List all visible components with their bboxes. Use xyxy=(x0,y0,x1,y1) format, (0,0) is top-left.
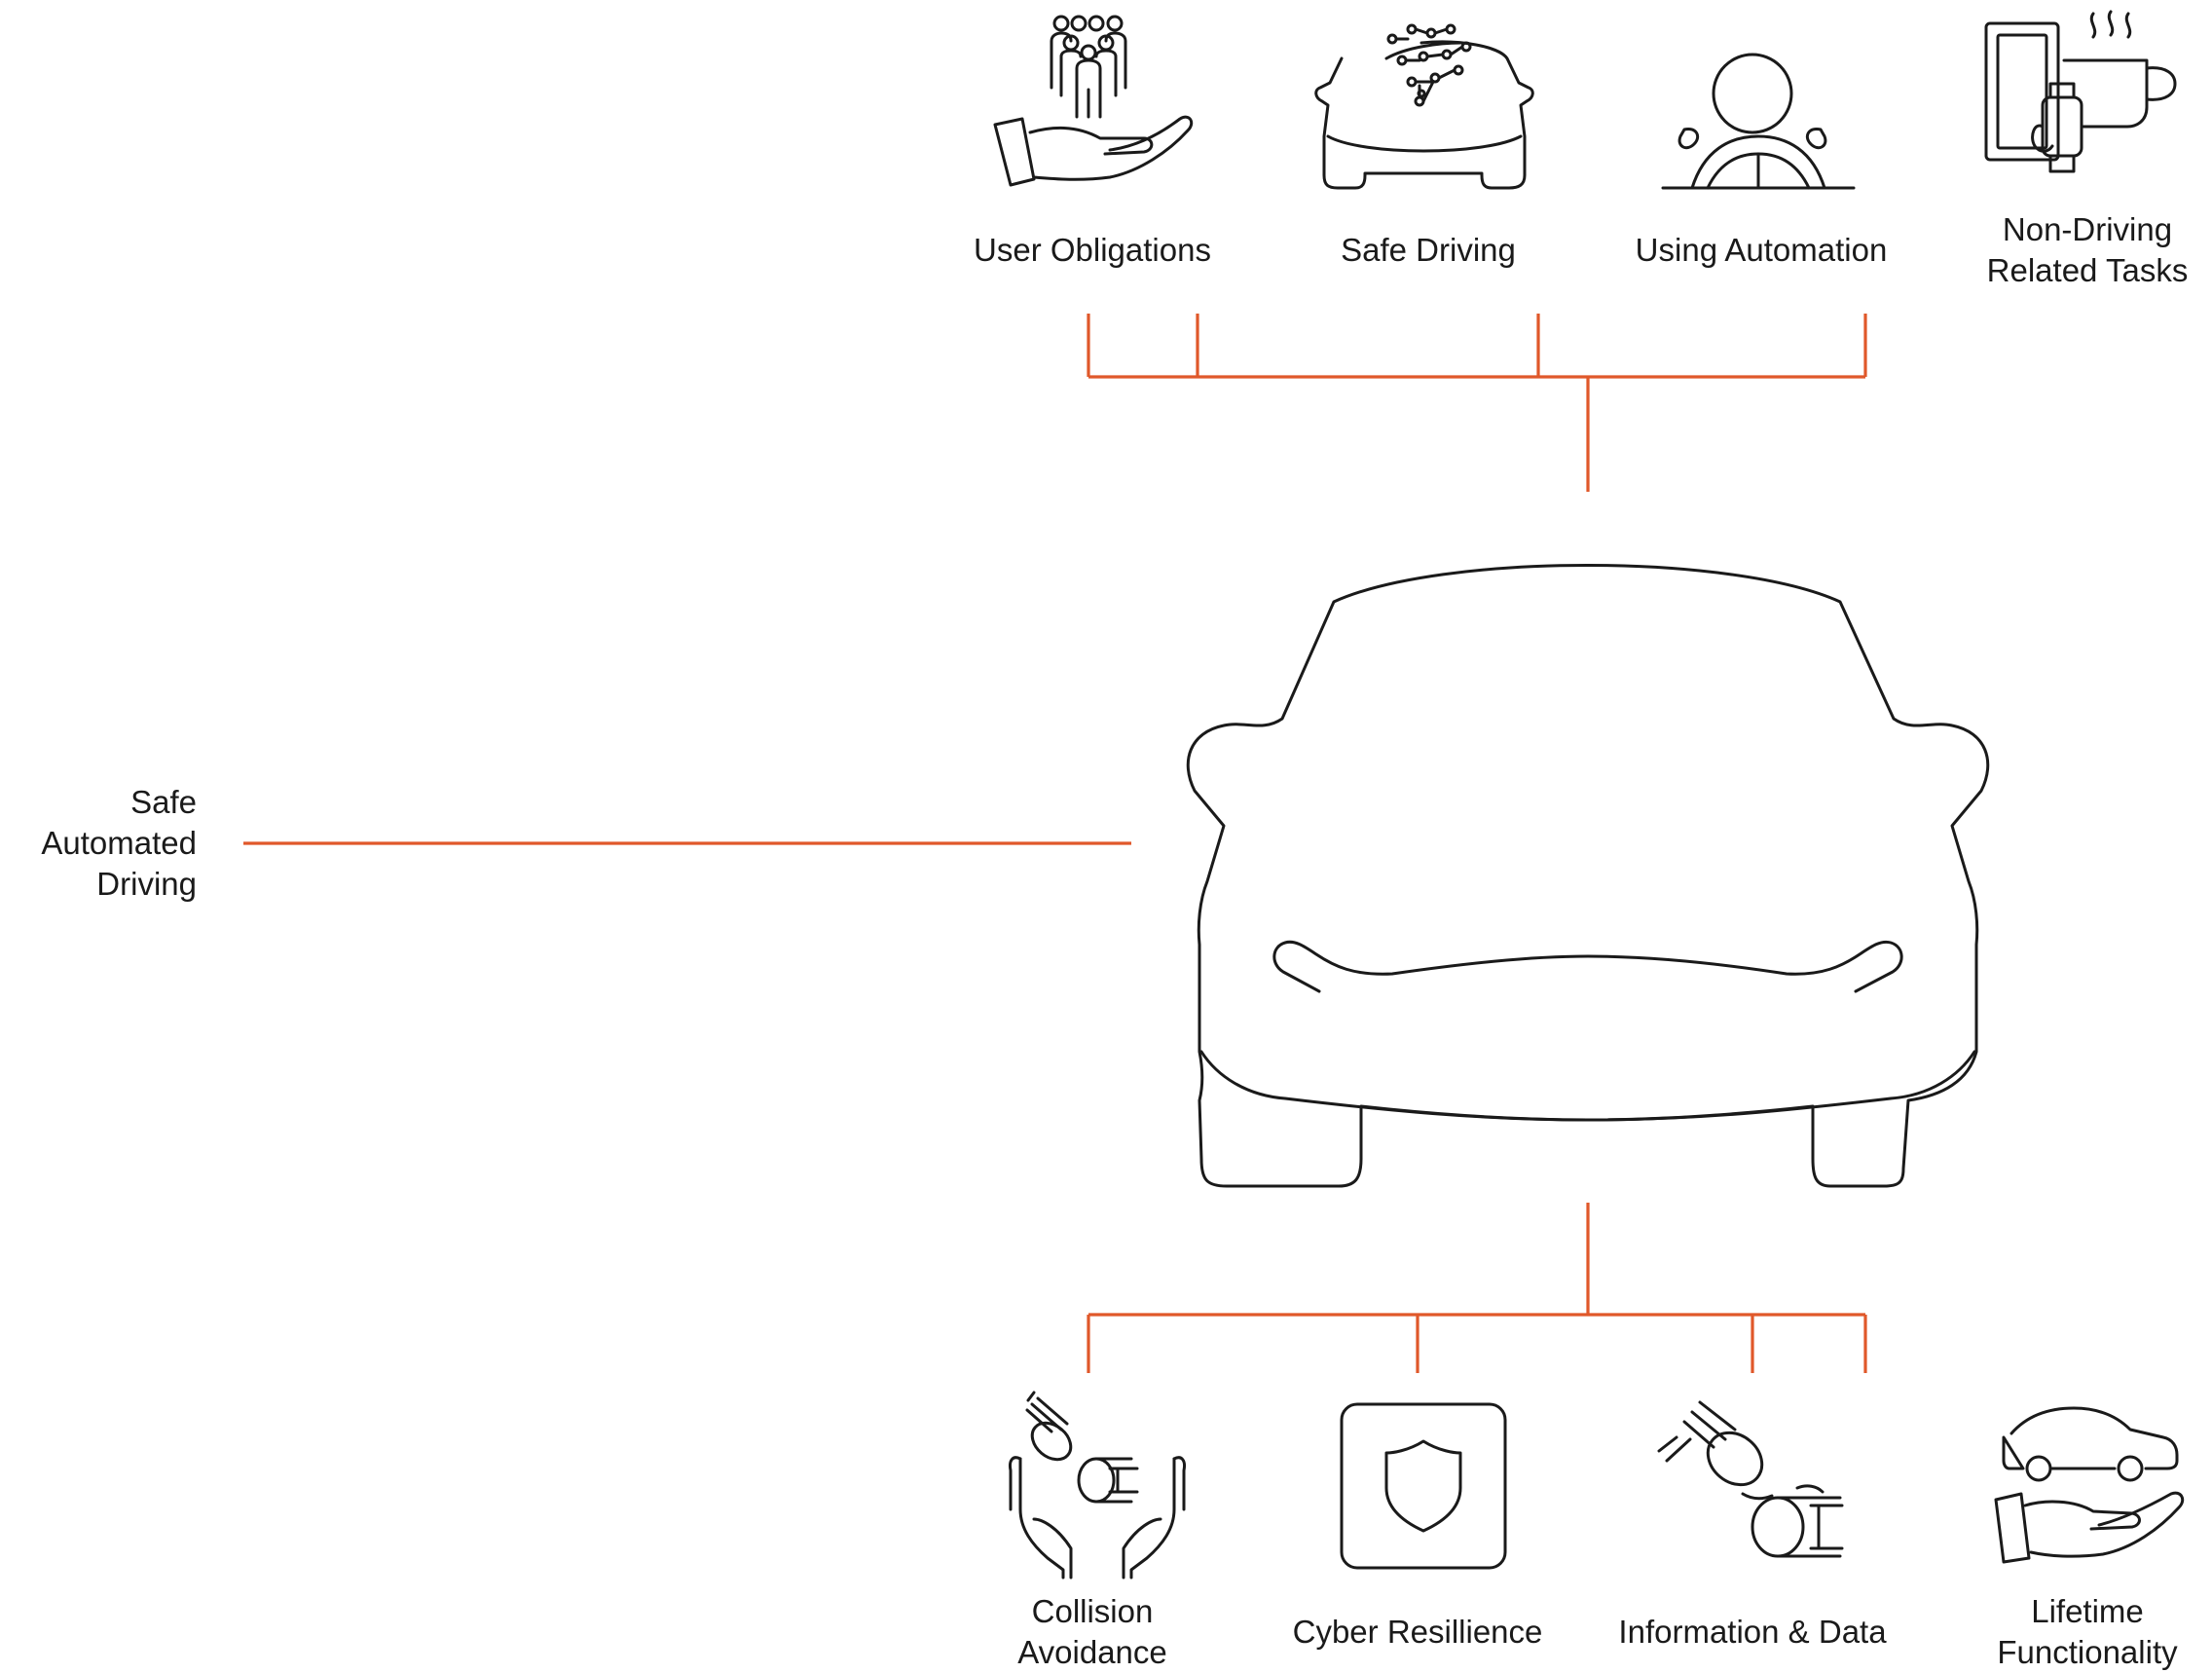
top-label-non-driving-tasks: Non-Driving Related Tasks xyxy=(1987,209,2189,291)
plug-connector-icon xyxy=(1659,1402,1842,1556)
driver-steering-wheel-icon xyxy=(1663,55,1854,188)
top-label-using-automation: Using Automation xyxy=(1636,230,1888,271)
bottom-label-information-data: Information & Data xyxy=(1618,1612,1886,1653)
people-in-hand-icon xyxy=(995,17,1192,185)
hands-holding-connector-icon xyxy=(1010,1393,1184,1578)
bottom-label-collision-avoidance: Collision Avoidance xyxy=(1017,1591,1167,1673)
center-label-safe-automated-driving: Safe Automated Driving xyxy=(41,782,197,905)
bottom-label-cyber-resillience: Cyber Resillience xyxy=(1293,1612,1543,1653)
top-connector xyxy=(1088,314,1865,492)
top-label-safe-driving: Safe Driving xyxy=(1341,230,1516,271)
bottom-label-lifetime-functionality: Lifetime Functionality xyxy=(1997,1591,2177,1673)
car-front-icon xyxy=(1188,566,1988,1187)
car-with-circuit-brain-icon xyxy=(1316,25,1533,188)
phone-watch-coffee-icon xyxy=(1986,12,2175,171)
connector-lines xyxy=(243,314,1865,1373)
top-label-user-obligations: User Obligations xyxy=(974,230,1211,271)
car-in-hand-icon xyxy=(1996,1408,2183,1562)
bottom-connector xyxy=(1088,1203,1865,1373)
shield-square-icon xyxy=(1342,1404,1505,1568)
